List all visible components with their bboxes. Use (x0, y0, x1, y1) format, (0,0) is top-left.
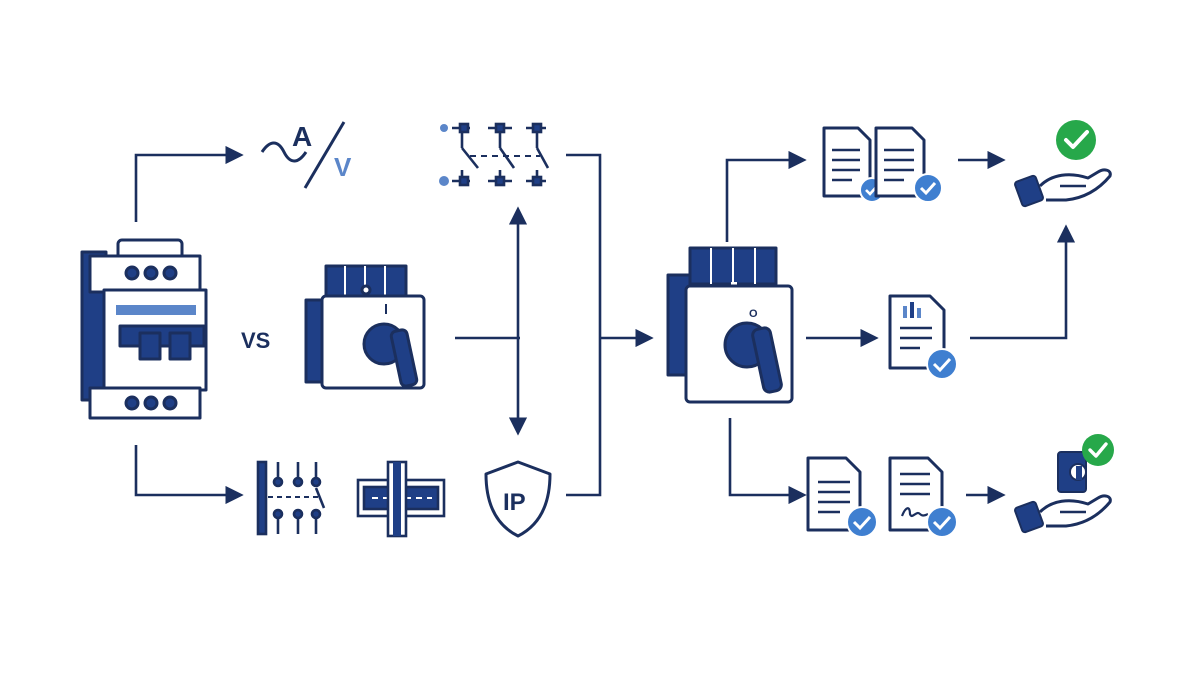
document-pair-top (822, 126, 943, 203)
rotary-isolator-icon (304, 264, 426, 390)
document-icon (822, 126, 872, 198)
arrow-mcb-to-av (134, 145, 244, 222)
arrow-main-to-docs-bottom (728, 418, 807, 505)
document-check-icon (874, 126, 943, 203)
din-rail-icon (356, 460, 446, 538)
multipole-switch-schematic-icon (439, 122, 550, 187)
vs-label: VS (241, 328, 270, 353)
arrow-report-up-to-hand (970, 224, 1076, 340)
ac-wave (260, 141, 308, 163)
signed-document-check-icon (888, 456, 958, 538)
amp-label: A (292, 121, 312, 152)
chart-report-check-icon (888, 294, 958, 380)
ip-shield-icon: IP (484, 460, 552, 538)
mcb-breaker-icon (80, 238, 208, 420)
volt-label: V (334, 152, 352, 182)
ac-voltage-current-icon: A V (260, 121, 352, 189)
contact-schematic-icon (256, 460, 326, 536)
connectors (134, 145, 1076, 505)
arrow-main-to-docs-top (725, 150, 807, 242)
hand-device-check-icon (1014, 434, 1114, 534)
hand-check-icon (1014, 120, 1112, 208)
ip-label: IP (503, 489, 526, 516)
rotary-isolator-main-icon (666, 246, 794, 404)
bracket-collect (566, 153, 602, 497)
document-check-icon (806, 456, 878, 538)
arrow-mcb-to-schematic (134, 445, 244, 505)
main-isolator-off-mark: O (749, 308, 758, 320)
document-pair-bottom (806, 456, 958, 538)
